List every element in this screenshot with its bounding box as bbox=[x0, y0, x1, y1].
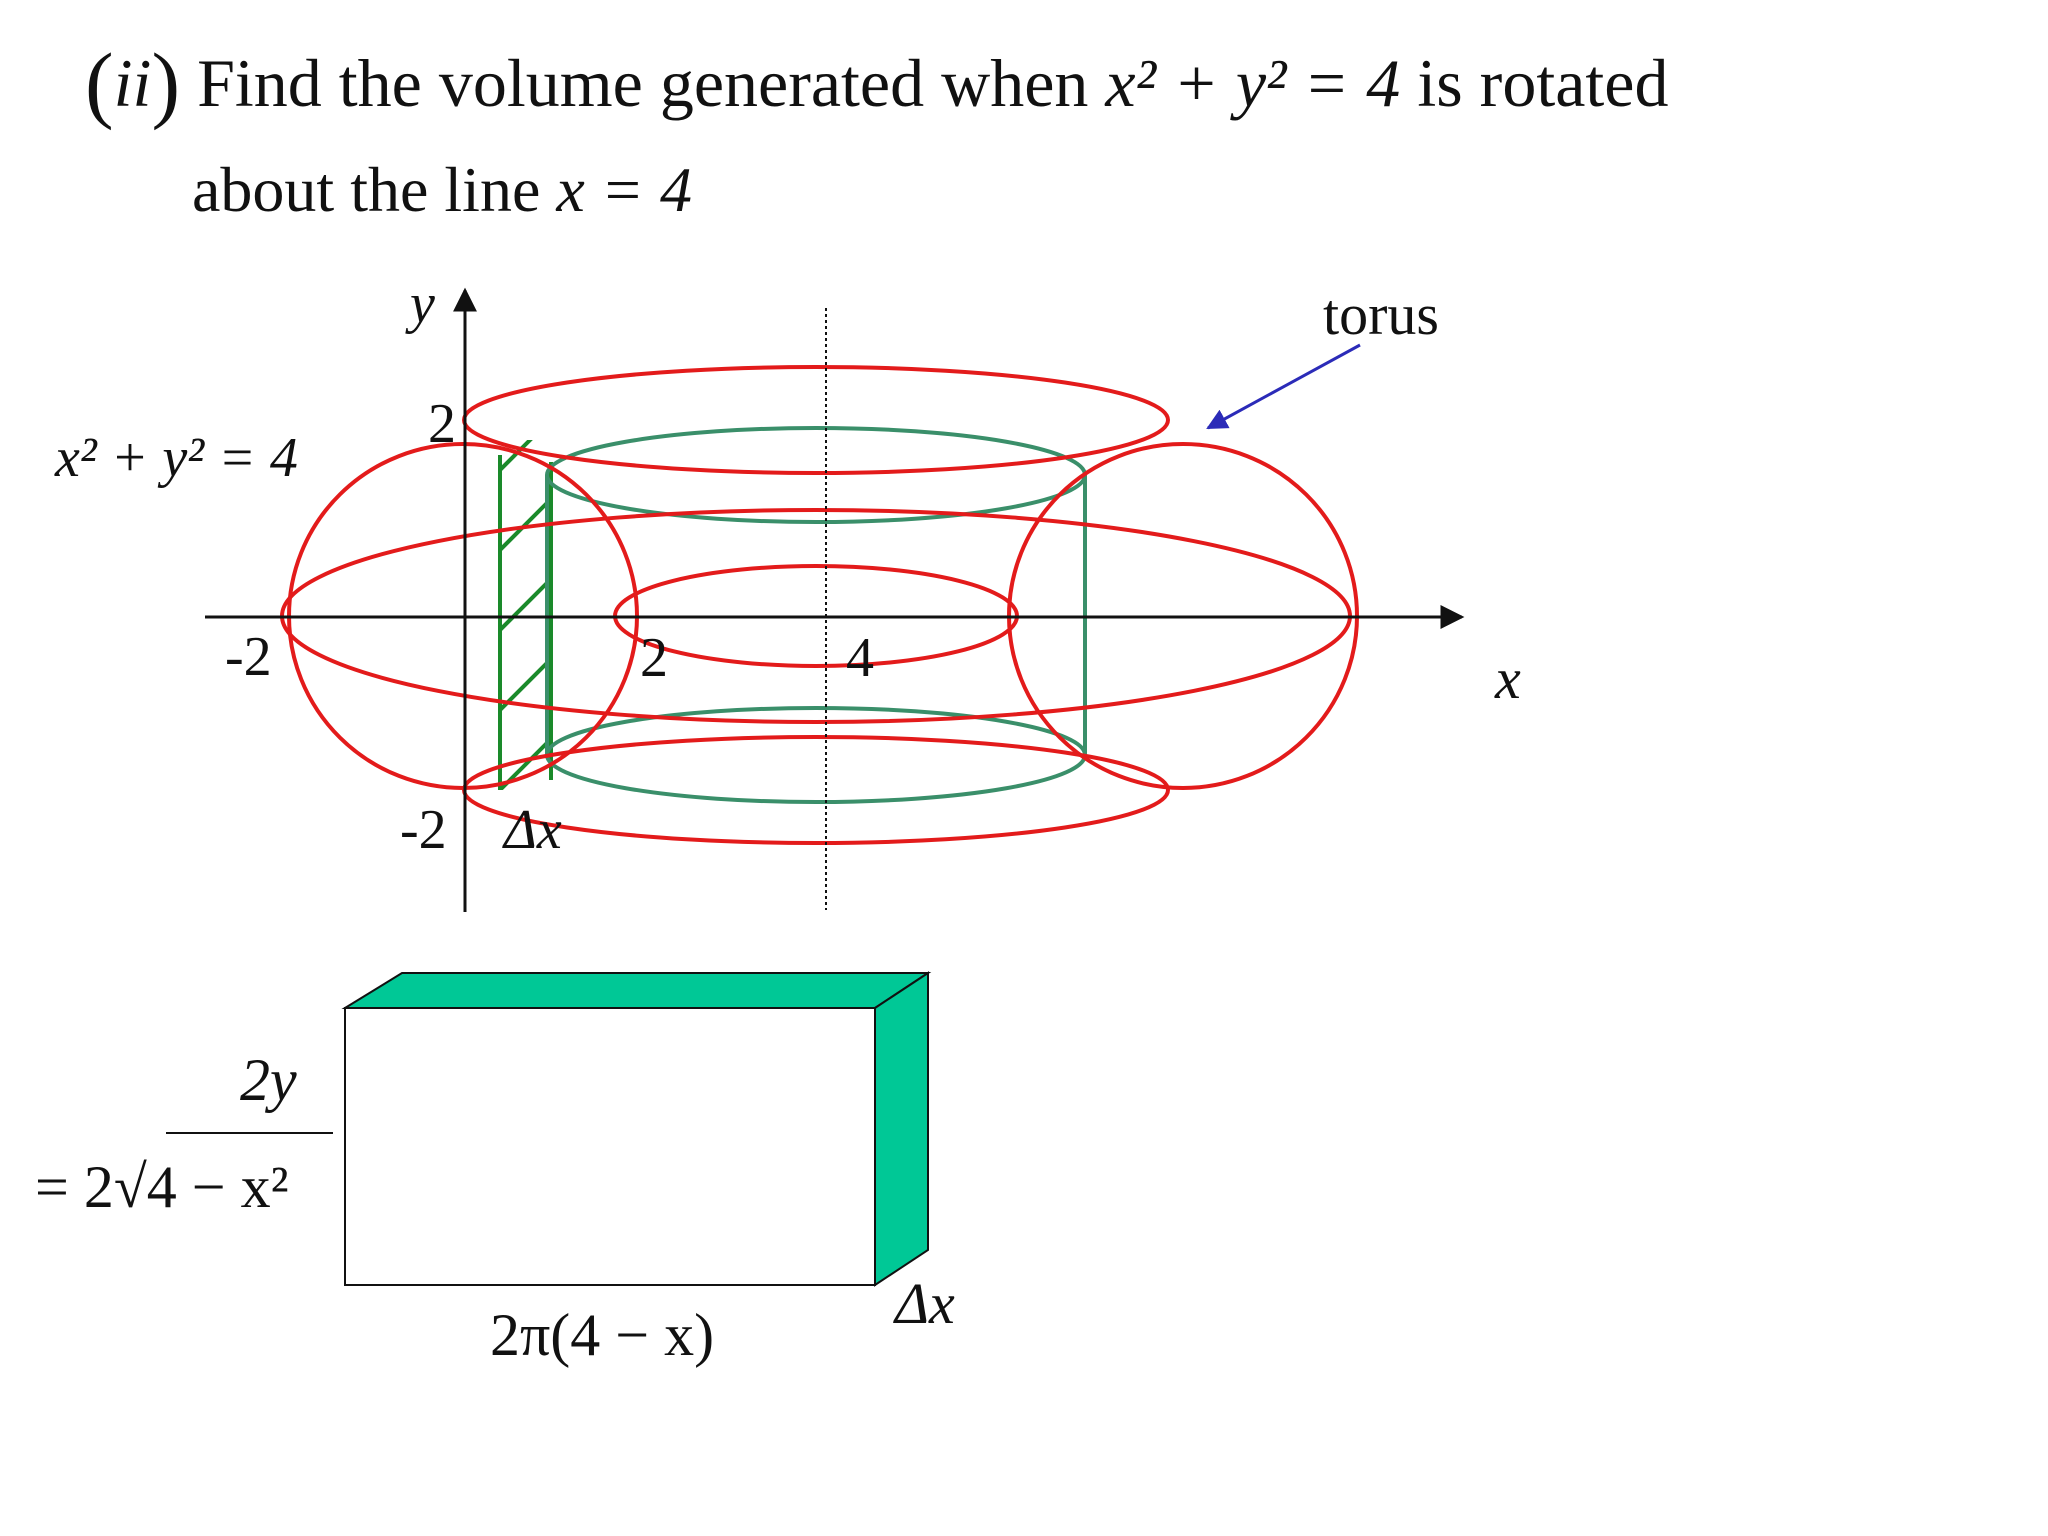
axis-of-rotation: x = 4 bbox=[556, 154, 692, 225]
tick-x-4: 4 bbox=[846, 627, 874, 689]
tick-y-bottom: -2 bbox=[400, 799, 447, 861]
tick-y-top: 2 bbox=[428, 393, 456, 455]
y-axis-label: y bbox=[405, 273, 435, 335]
strip-width-label: Δx bbox=[502, 799, 562, 861]
slab-height-expression: = 2√4 − x² bbox=[35, 1154, 289, 1220]
question-equation: x² + y² = 4 bbox=[1105, 45, 1401, 121]
slab-length-label: 2π(4 − x) bbox=[490, 1302, 714, 1368]
part-number: ii bbox=[113, 45, 152, 121]
tick-x-neg-2: -2 bbox=[225, 626, 272, 688]
torus-pointer-arrow bbox=[1206, 343, 1361, 430]
x-axis-label: x bbox=[1494, 646, 1521, 711]
question-text-tail: is rotated bbox=[1417, 45, 1669, 121]
slab-side-face bbox=[874, 971, 929, 1287]
slab-height-label: 2y bbox=[240, 1047, 297, 1113]
slab-top-face bbox=[341, 972, 932, 1009]
question-text: Find the volume generated when bbox=[197, 45, 1089, 121]
question-line-2: about the line x = 4 bbox=[192, 158, 692, 222]
question-line-1: (ii) Find the volume generated when x² +… bbox=[85, 35, 1669, 131]
shell-slab bbox=[341, 971, 932, 1287]
slab-thickness-label: Δx bbox=[893, 1271, 955, 1336]
tick-x-2: 2 bbox=[640, 627, 668, 689]
axes bbox=[205, 287, 1465, 912]
question-line-2-text: about the line bbox=[192, 154, 541, 225]
slab-front-face bbox=[344, 1007, 876, 1286]
torus-label: torus bbox=[1323, 282, 1439, 347]
circle-equation: x² + y² = 4 bbox=[54, 427, 298, 489]
